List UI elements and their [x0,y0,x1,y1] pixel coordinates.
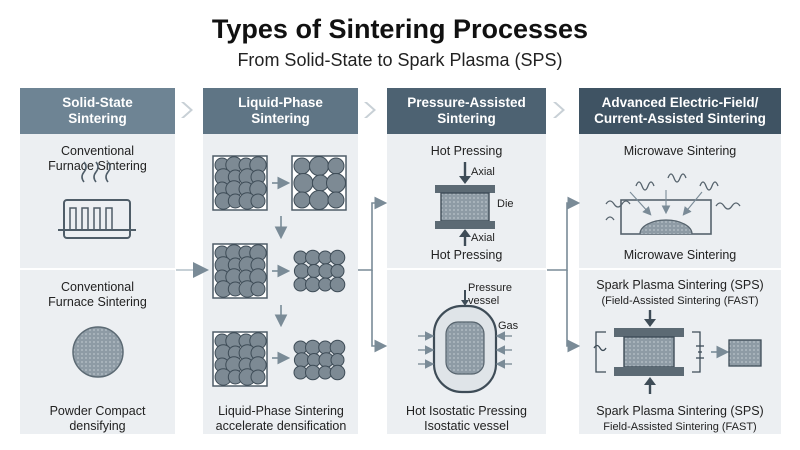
axial-annotation-bottom: Axial [471,232,495,244]
cell-divider [20,268,175,270]
flow-arrow [547,196,581,353]
page-title: Types of Sintering Processes [211,14,589,44]
particle [329,364,346,381]
sps-caption: Spark Plasma Sintering (SPS)Field-Assist… [596,404,764,433]
powder-compact-disc-icon [72,326,124,378]
sps-press-icon [593,310,762,394]
header-chevron-icon [181,102,565,118]
particle [305,249,321,266]
particle [309,156,329,176]
axial-annotation-top: Axial [471,166,495,178]
cell-divider [579,268,781,270]
particle [330,353,345,367]
particle [293,173,314,193]
microwave-title: Microwave Sintering [623,144,737,158]
hot-pressing-caption: Hot Pressing [430,248,503,262]
column-header-electric-field: Advanced Electric-Field/Current-Assisted… [579,88,781,134]
particle [305,276,321,293]
particle [329,339,346,356]
sps-title: Spark Plasma Sintering (SPS)(Field-Assis… [596,278,764,307]
particle [293,157,311,175]
furnace-heater-icon [58,161,136,239]
column-panel-electric-field [579,134,781,434]
particle [305,339,321,356]
particle [329,276,346,293]
particle [250,193,266,209]
particle [327,157,345,175]
microwave-field-icon [605,173,741,235]
particle [293,352,310,368]
die-annotation: Die [497,198,514,210]
particle [250,281,266,297]
hot-pressing-title: Hot Pressing [430,144,503,158]
cell-divider [387,268,546,270]
particle [250,369,266,385]
particle [309,190,329,210]
particle [329,249,346,266]
gas-annotation: Gas [498,320,519,332]
isostatic-vessel-icon [418,290,512,394]
page-subtitle: From Solid-State to Spark Plasma (SPS) [237,50,563,70]
hot-press-die-icon [435,162,495,246]
microwave-caption: Microwave Sintering [623,248,737,262]
particle [326,173,346,193]
column-panel-solid-state [20,134,175,434]
particle [293,263,310,279]
particle [327,191,345,209]
particle [293,191,311,209]
particle-rearrangement-icon [212,155,347,387]
particle [330,264,345,278]
particle [305,364,321,381]
flow-arrow [358,196,388,353]
